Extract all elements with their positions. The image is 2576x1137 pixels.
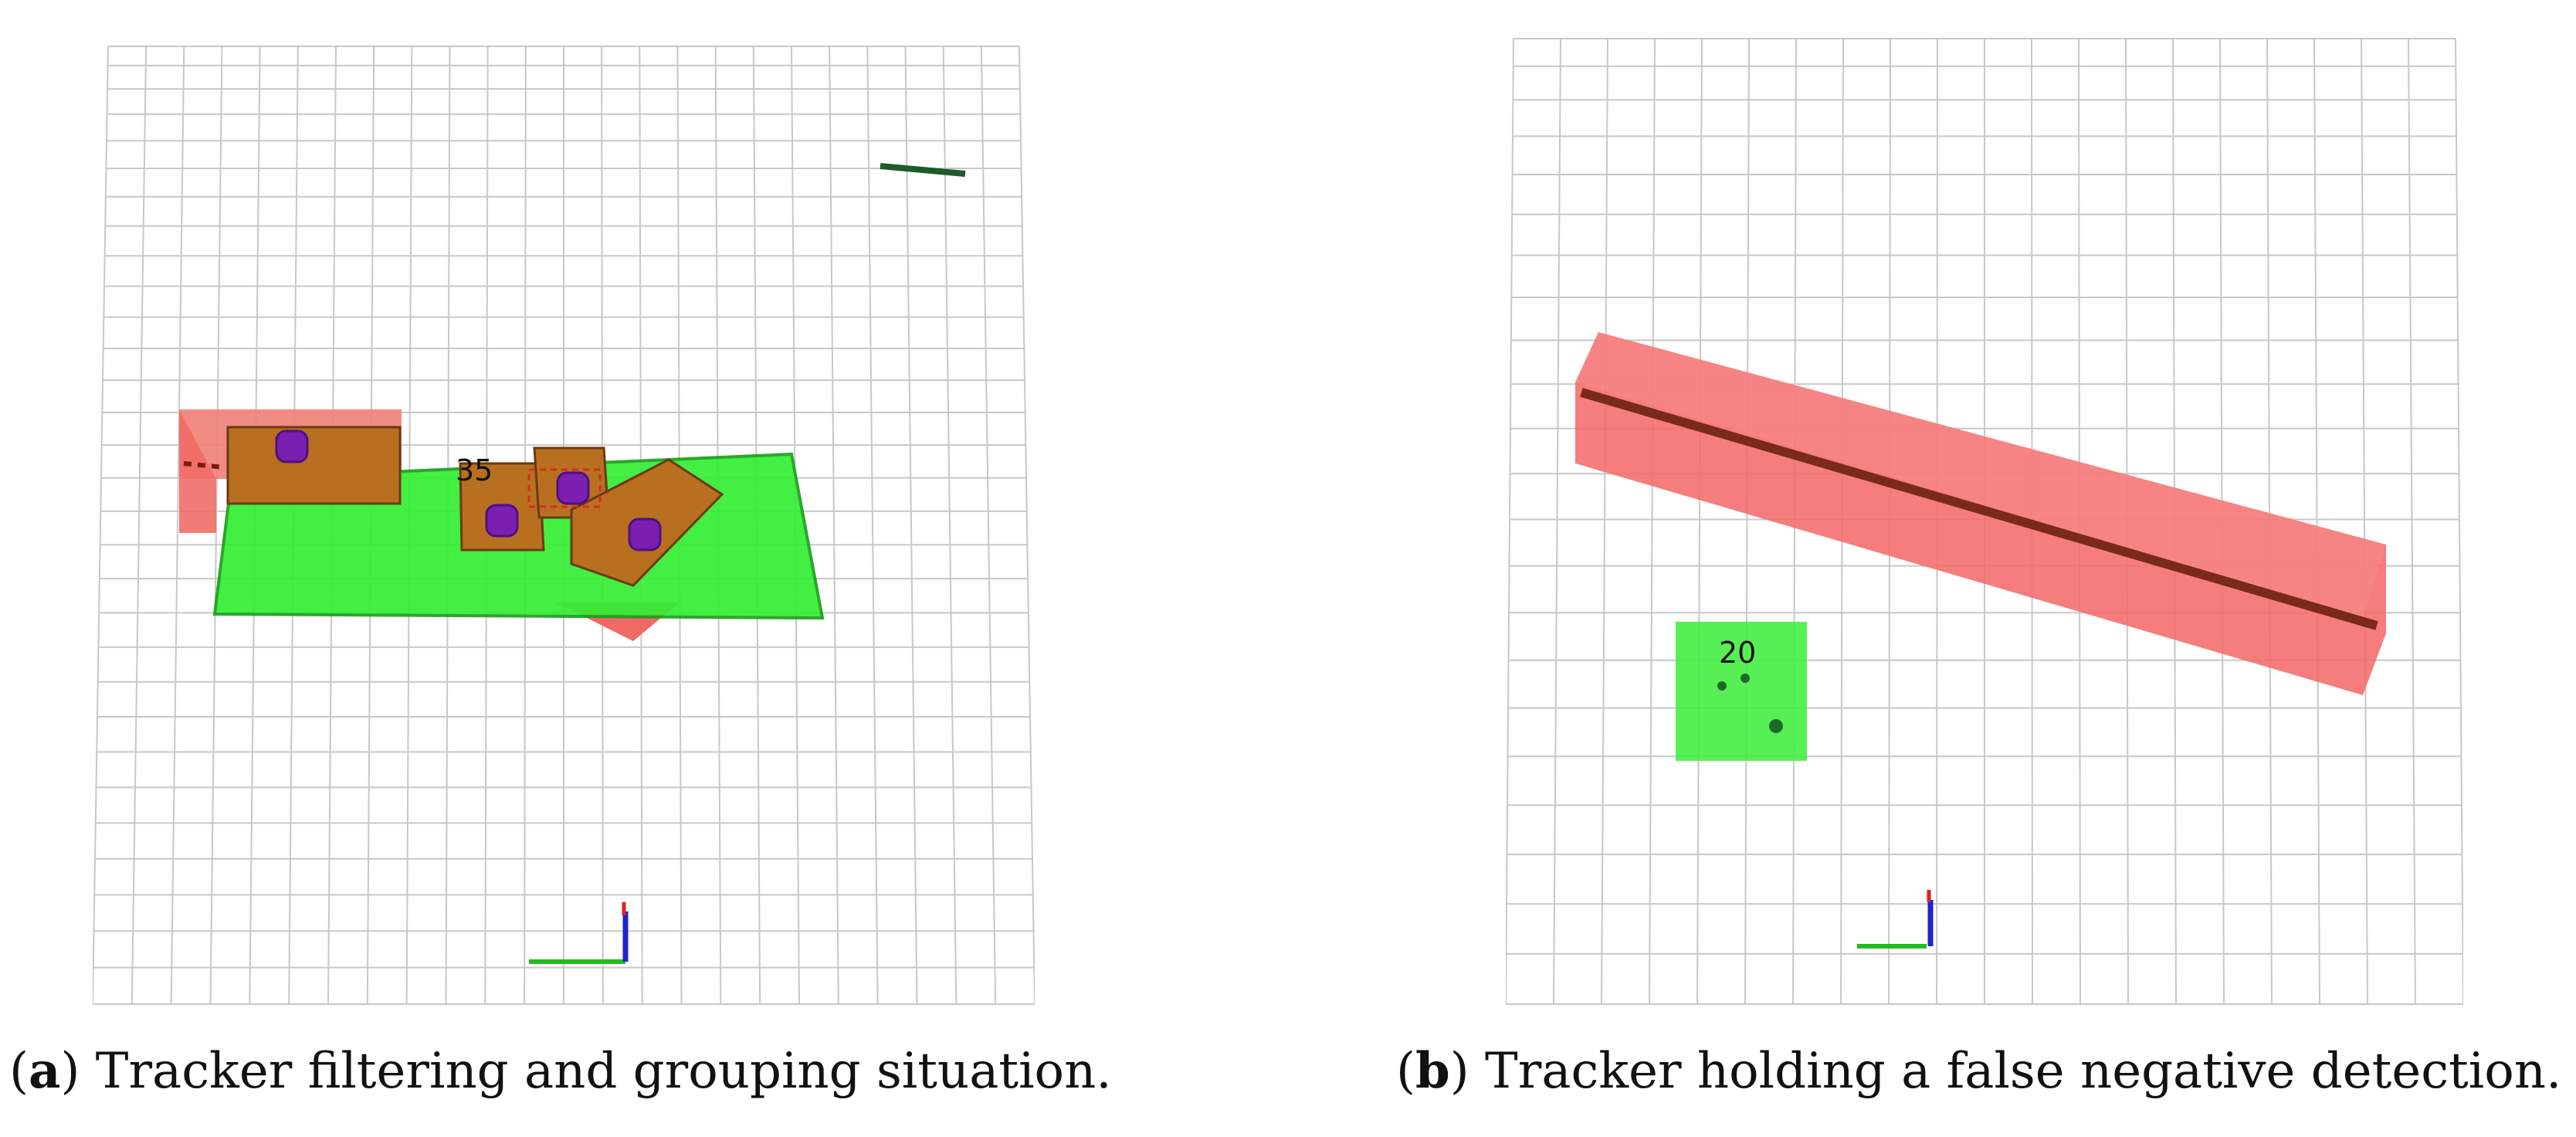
grid-line [130,46,147,1005]
tracker-box-left-side [179,409,216,533]
caption-a-open: ( [9,1043,29,1100]
panel-b-canvas: 20 [1506,38,2463,1005]
grid-line [2455,38,2463,1005]
grid-line [866,46,879,1005]
grid-line [1506,38,1514,1005]
detection-box [1676,622,1807,761]
panel-a-canvas: 35 [93,46,1035,1005]
object-box-outline-dashed [527,468,602,508]
object-center-2 [485,504,519,538]
grid-line [1744,38,1750,1005]
grid-line [1553,38,1561,1005]
grid-line [1649,38,1656,1005]
caption-b-letter: b [1415,1042,1450,1100]
grid-line [904,46,918,1005]
grid-line [1601,38,1608,1005]
detection-point-3 [1769,719,1783,733]
object-center-3 [556,471,590,505]
caption-a-text: ) Tracker filtering and grouping situati… [60,1043,1112,1100]
object-center-1 [275,429,309,463]
caption-b-open: ( [1396,1043,1415,1100]
detection-point-1 [1717,681,1727,691]
grid-line [942,46,958,1005]
grid-line [980,46,997,1005]
axes-gizmo [529,902,629,964]
point-cloud-line [1580,388,2378,630]
axes-gizmo [1857,890,1934,949]
tracker-edge-left [183,461,225,470]
grid-line [1696,38,1703,1005]
grid-line [170,46,185,1005]
caption-a-letter: a [28,1042,61,1100]
grid-line [93,46,109,1005]
caption-b-text: ) Tracker holding a false negative detec… [1449,1043,2562,1100]
grid-line [829,46,839,1005]
track-id-label: 20 [1719,636,1756,670]
tracker-box-top-face [1575,332,2386,618]
panel-a-scene: 35 [93,31,1035,1012]
track-id-label: 35 [456,453,493,487]
grid-line [2313,38,2320,1005]
grid-line [2361,38,2368,1005]
grid-line [1019,46,1035,1005]
panel-b-scene: 20 [1506,31,2463,1012]
caption-a: (a) Tracker filtering and grouping situa… [9,1047,1112,1097]
distant-point-cluster [880,163,966,177]
object-box-1 [226,426,402,505]
object-center-4 [628,518,662,552]
caption-b: (b) Tracker holding a false negative det… [1396,1047,2561,1097]
detection-point-2 [1740,674,1750,683]
grid-line [2408,38,2416,1005]
